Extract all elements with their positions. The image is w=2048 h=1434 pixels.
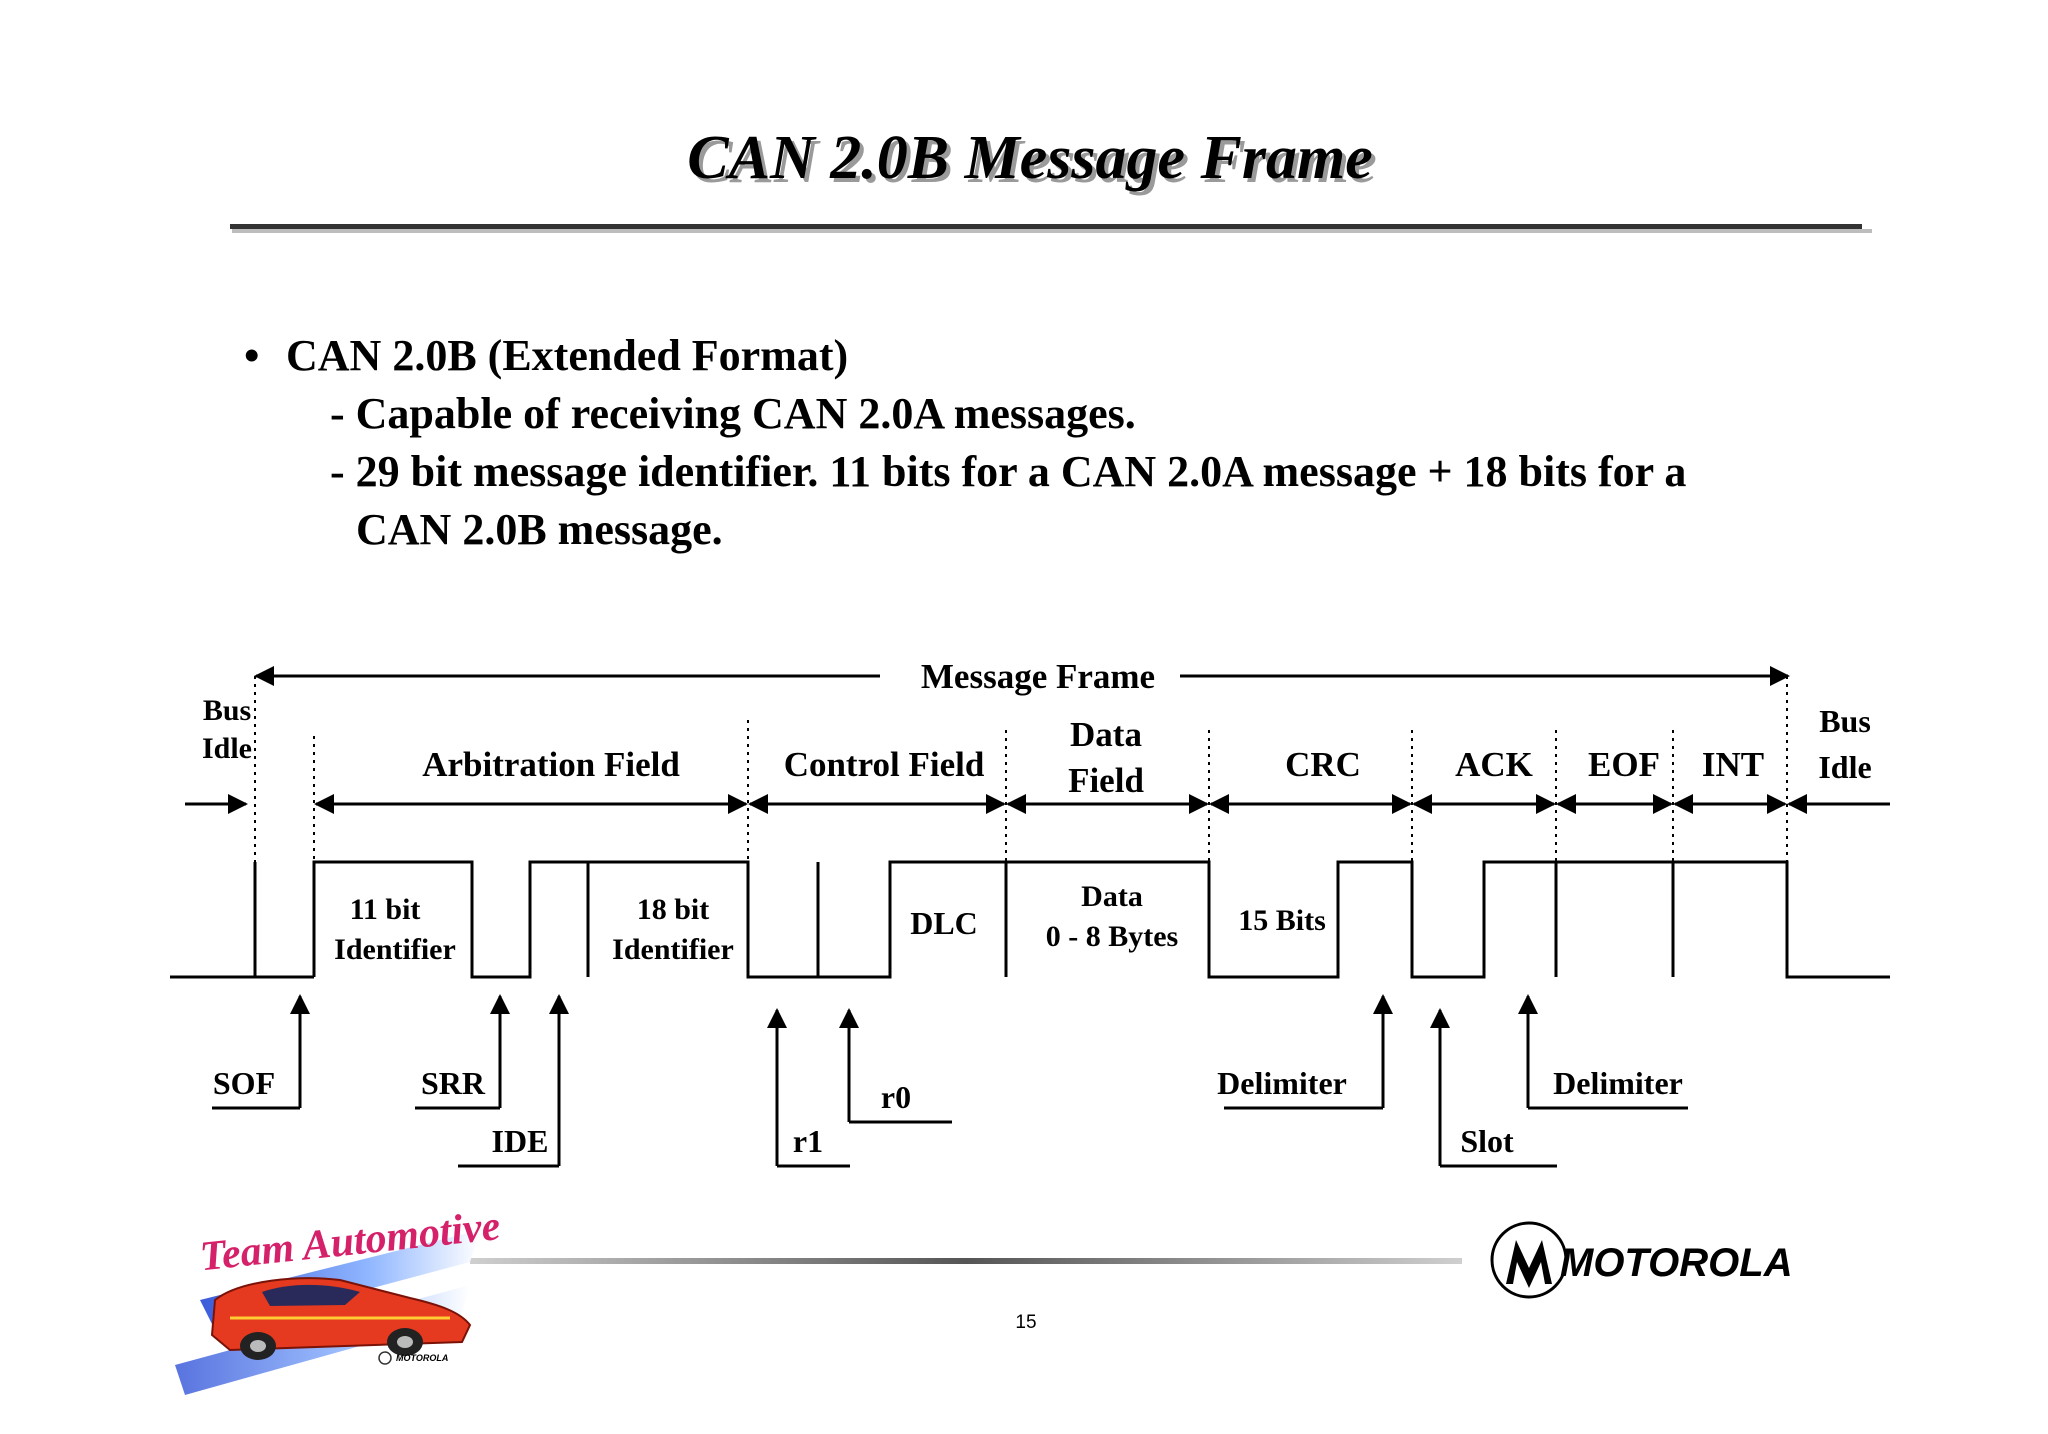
footer-rule [470, 1258, 1462, 1264]
ack-field-label: ACK [1455, 745, 1533, 784]
srr-callout: SRR [415, 994, 510, 1110]
crc-delimiter-callout: Delimiter [1217, 994, 1393, 1110]
control-field-label: Control Field [784, 745, 985, 784]
dlc-label: DLC [910, 905, 978, 941]
bus-idle-right-line2: Idle [1818, 749, 1871, 785]
bullet-main: CAN 2.0B (Extended Format) [286, 331, 848, 380]
field-labels: Bus Idle Arbitration Field Control Field… [202, 694, 1872, 800]
bus-idle-left-line2: Idle [202, 732, 252, 765]
r0-label: r0 [881, 1079, 911, 1115]
ide-callout: IDE [458, 994, 569, 1168]
team-automotive-motorola-tag: MOTOROLA [396, 1353, 448, 1363]
can-frame-diagram: Message Frame Bus Idle Arbitration Field… [170, 657, 1890, 1168]
bus-idle-left-line1: Bus [203, 694, 251, 727]
title-rule [230, 224, 1872, 233]
bullet-sub-2-line-2: CAN 2.0B message. [356, 505, 723, 554]
pointer-callouts: SOF SRR IDE r1 [212, 994, 1688, 1168]
crc-bits-label: 15 Bits [1238, 904, 1326, 937]
id11-label-line2: Identifier [334, 933, 456, 966]
data-bytes-label-line1: Data [1081, 880, 1143, 913]
id18-label-line2: Identifier [612, 933, 734, 966]
title-group: CAN 2.0B Message Frame CAN 2.0B Message … [687, 124, 1376, 196]
bullet-list: • CAN 2.0B (Extended Format) - Capable o… [244, 331, 1686, 554]
r0-callout: r0 [839, 1008, 952, 1124]
id18-label-line1: 18 bit [637, 893, 710, 926]
motorola-wordmark: MOTOROLA [1560, 1241, 1793, 1285]
id11-label-line1: 11 bit [350, 893, 421, 926]
ide-label: IDE [492, 1123, 549, 1159]
motorola-batwing-icon [1490, 1221, 1568, 1299]
slot-label: Slot [1460, 1123, 1514, 1159]
bit-waveform [170, 860, 1890, 979]
sof-label: SOF [213, 1065, 275, 1101]
message-frame-label: Message Frame [921, 657, 1155, 696]
slide-title-shadow: CAN 2.0B Message Frame [691, 128, 1376, 196]
int-field-label: INT [1702, 745, 1764, 784]
arbitration-field-label: Arbitration Field [422, 745, 680, 784]
ack-delimiter-callout: Delimiter [1518, 994, 1688, 1110]
srr-label: SRR [421, 1065, 486, 1101]
bullet-sub-1: - Capable of receiving CAN 2.0A messages… [330, 389, 1136, 438]
sof-callout: SOF [212, 994, 310, 1110]
eof-field-label: EOF [1588, 745, 1660, 784]
team-automotive-car-logo: Team Automotive MOTOROLA [175, 1203, 502, 1395]
data-field-label-line1: Data [1070, 715, 1142, 754]
data-bytes-label-line2: 0 - 8 Bytes [1046, 920, 1178, 953]
r1-label: r1 [793, 1123, 823, 1159]
crc-field-label: CRC [1285, 745, 1361, 784]
bullet-dot: • [244, 331, 259, 380]
slot-callout: Slot [1430, 1008, 1557, 1168]
message-frame-span: Message Frame [254, 657, 1790, 696]
slide-title: CAN 2.0B Message Frame [687, 124, 1372, 192]
bullet-sub-2-line-1: - 29 bit message identifier. 11 bits for… [330, 447, 1686, 496]
bus-idle-right-line1: Bus [1819, 703, 1871, 739]
data-field-label-line2: Field [1068, 761, 1144, 800]
ack-delimiter-label: Delimiter [1553, 1065, 1683, 1101]
r1-callout: r1 [767, 1008, 850, 1168]
page-number: 15 [1015, 1312, 1036, 1333]
crc-delimiter-label: Delimiter [1217, 1065, 1347, 1101]
footer: Team Automotive MOTOROLA MOTOROLA 15 [175, 1203, 1793, 1395]
segment-labels: 11 bit Identifier 18 bit Identifier DLC … [334, 880, 1326, 966]
